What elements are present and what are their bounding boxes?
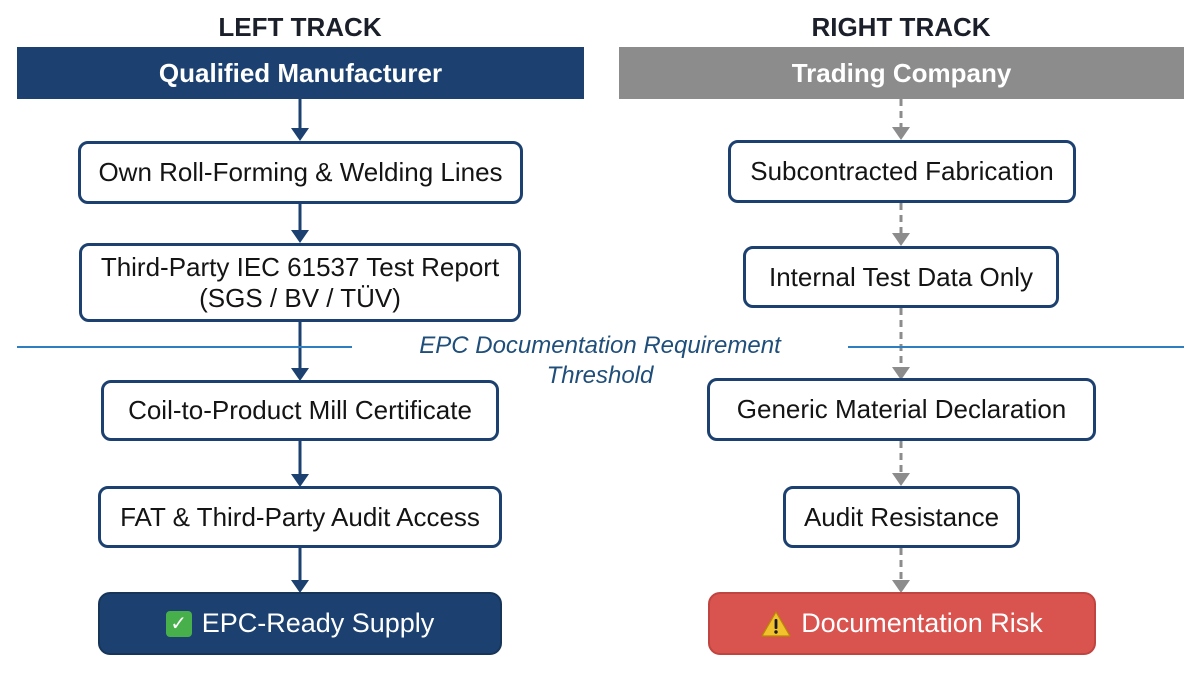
left-track-arrowheads: [291, 128, 309, 593]
right-step-internal-test: Internal Test Data Only: [743, 246, 1059, 308]
right-step-subcontracted: Subcontracted Fabrication: [728, 140, 1076, 203]
left-step-audit-access: FAT & Third-Party Audit Access: [98, 486, 502, 548]
left-outcome-epc-ready: ✓ EPC-Ready Supply: [98, 592, 502, 655]
left-step-label: Third-Party IEC 61537 Test Report: [100, 251, 500, 282]
right-step-material-declaration: Generic Material Declaration: [707, 378, 1096, 441]
right-track-header: Trading Company: [619, 47, 1184, 99]
check-mark-icon: ✓: [165, 610, 192, 637]
left-track-title: LEFT TRACK: [218, 12, 382, 42]
right-step-audit-resistance: Audit Resistance: [783, 486, 1020, 548]
left-step-sublabel: (SGS / BV / TÜV): [199, 282, 401, 313]
left-step-label: FAT & Third-Party Audit Access: [120, 501, 480, 532]
left-outcome-label: EPC-Ready Supply: [201, 608, 435, 638]
left-step-own-lines: Own Roll-Forming & Welding Lines: [78, 141, 523, 204]
warning-icon: [761, 610, 791, 637]
threshold-label: EPC Documentation Requirement Threshold: [352, 331, 848, 389]
right-step-label: Audit Resistance: [803, 501, 1000, 532]
left-step-test-report: Third-Party IEC 61537 Test Report (SGS /…: [79, 243, 521, 322]
left-step-mill-certificate: Coil-to-Product Mill Certificate: [101, 380, 499, 441]
right-outcome-label: Documentation Risk: [801, 608, 1043, 638]
right-track-title: RIGHT TRACK: [811, 12, 991, 42]
left-step-label: Coil-to-Product Mill Certificate: [128, 395, 472, 425]
right-step-label: Subcontracted Fabrication: [750, 156, 1054, 186]
right-track-arrowheads: [892, 127, 910, 593]
left-track-header: Qualified Manufacturer: [17, 47, 584, 99]
left-step-label: Own Roll-Forming & Welding Lines: [98, 157, 503, 187]
right-outcome-documentation-risk: Documentation Risk: [708, 592, 1096, 655]
right-step-label: Generic Material Declaration: [736, 394, 1067, 424]
right-step-label: Internal Test Data Only: [769, 261, 1033, 292]
